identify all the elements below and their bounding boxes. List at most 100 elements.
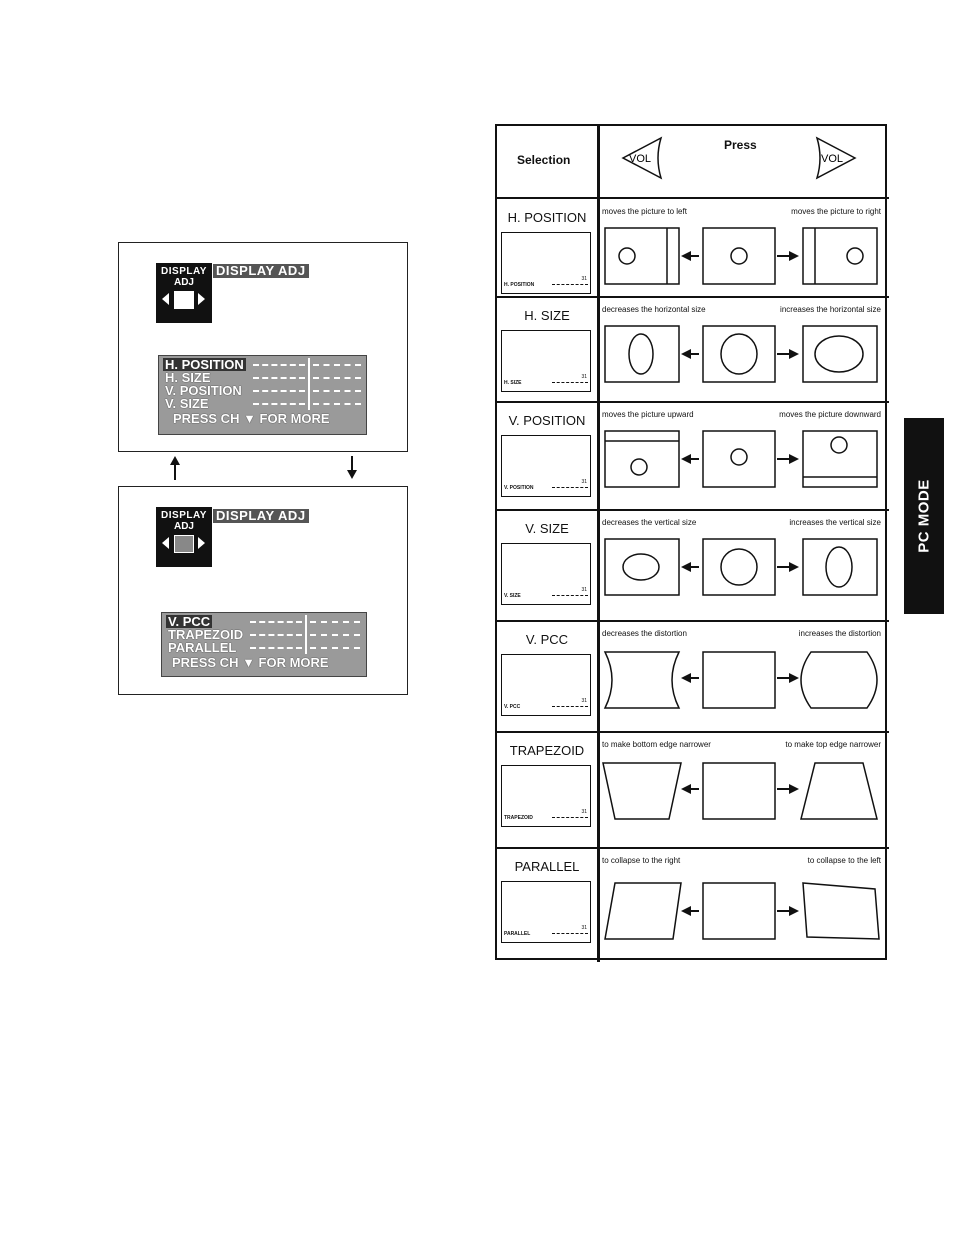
- icon-label-1: DISPLAY: [161, 510, 207, 521]
- arrow-left-icon: [681, 906, 699, 916]
- menu-item[interactable]: H. POSITION: [163, 357, 361, 372]
- arrow-left-icon: [681, 673, 699, 683]
- row-divider: [497, 847, 889, 849]
- up-arrow-icon: [170, 456, 182, 480]
- adjustment-illustration: [604, 325, 878, 383]
- header-press: Press: [724, 138, 757, 152]
- mini-screen-label: V. PCC: [504, 704, 521, 710]
- mini-screen: H. SIZE 31: [501, 330, 591, 392]
- display-adj-icon: DISPLAY ADJ: [156, 263, 212, 323]
- selection-name: V. POSITION: [508, 413, 586, 428]
- selection-name: H. POSITION: [507, 210, 587, 225]
- menu-item-label: H. POSITION: [163, 357, 246, 372]
- mini-screen-bar: [552, 595, 588, 596]
- selection-name: V. SIZE: [525, 521, 569, 536]
- left-arrow-icon: [162, 293, 169, 305]
- right-description: increases the distortion: [798, 629, 881, 638]
- left-description: decreases the distortion: [602, 629, 687, 638]
- mini-screen-bar: [552, 706, 588, 707]
- mini-screen-label: V. POSITION: [504, 485, 534, 491]
- arrow-right-icon: [777, 454, 799, 464]
- right-description: moves the picture downward: [779, 410, 881, 419]
- arrow-right-icon: [777, 673, 799, 683]
- mini-screen-label: V. SIZE: [504, 593, 521, 599]
- arrow-right-icon: [777, 562, 799, 572]
- menu-item-label: V. POSITION: [165, 383, 242, 398]
- mini-screen: V. PCC 31: [501, 654, 591, 716]
- arrow-left-icon: [681, 454, 699, 464]
- mini-screen-bar: [552, 933, 588, 934]
- right-description: to make top edge narrower: [785, 740, 881, 749]
- screen-icon: [174, 291, 194, 309]
- mini-screen-value: 31: [581, 374, 587, 380]
- osd-screen-bottom: DISPLAY ADJ DISPLAY ADJ V. PCC TRAPEZOID…: [118, 486, 408, 695]
- adjustment-illustration: [603, 651, 878, 709]
- osd-screen-top: DISPLAY ADJ DISPLAY ADJ H. POSITION H. S…: [118, 242, 408, 452]
- right-description: moves the picture to right: [791, 207, 881, 216]
- mini-screen: V. POSITION 31: [501, 435, 591, 497]
- icon-label-2: ADJ: [173, 521, 194, 532]
- selection-name: H. SIZE: [524, 308, 570, 323]
- left-description: to make bottom edge narrower: [602, 740, 711, 749]
- adjustment-illustration: [602, 762, 878, 820]
- vol-left-label: VOL: [629, 153, 651, 165]
- menu-item[interactable]: V. POSITION: [163, 383, 361, 398]
- left-description: decreases the vertical size: [602, 518, 697, 527]
- menu-item-label: PARALLEL: [168, 640, 237, 655]
- menu-item-label: H. SIZE: [165, 370, 211, 385]
- vol-right-icon: VOL: [815, 136, 857, 180]
- vol-left-icon: VOL: [621, 136, 663, 180]
- menu-item[interactable]: PARALLEL: [166, 640, 360, 655]
- menu-item[interactable]: TRAPEZOID: [166, 627, 360, 642]
- down-arrow-icon: [347, 456, 359, 480]
- row-divider: [497, 401, 889, 403]
- left-description: moves the picture to left: [602, 207, 687, 216]
- selection-name: V. PCC: [525, 632, 569, 647]
- row-divider: [497, 296, 889, 298]
- arrow-left-icon: [681, 349, 699, 359]
- left-description: decreases the horizontal size: [602, 305, 706, 314]
- mini-screen-value: 31: [581, 587, 587, 593]
- header-selection: Selection: [517, 153, 571, 167]
- left-arrow-icon: [162, 537, 169, 549]
- mini-screen-bar: [552, 487, 588, 488]
- osd-title: DISPLAY ADJ: [213, 264, 309, 278]
- pc-mode-tab: PC MODE: [904, 418, 944, 614]
- column-divider: [597, 126, 600, 962]
- menu-item[interactable]: H. SIZE: [163, 370, 361, 385]
- arrow-left-icon: [681, 784, 699, 794]
- mini-screen-value: 31: [581, 479, 587, 485]
- display-adj-icon: DISPLAY ADJ: [156, 507, 212, 567]
- mini-screen: V. SIZE 31: [501, 543, 591, 605]
- header-divider: [497, 197, 889, 199]
- mini-screen-label: PARALLEL: [504, 931, 531, 937]
- arrow-right-icon: [777, 251, 799, 261]
- arrow-left-icon: [681, 251, 699, 261]
- icon-label-2: ADJ: [173, 277, 194, 288]
- menu-item[interactable]: V. PCC: [166, 615, 360, 628]
- left-description: moves the picture upward: [602, 410, 694, 419]
- adjustment-illustration: [604, 538, 878, 596]
- adjustment-illustration: [604, 882, 880, 940]
- right-description: increases the horizontal size: [780, 305, 881, 314]
- mini-screen-bar: [552, 284, 588, 285]
- left-description: to collapse to the right: [602, 856, 681, 865]
- menu-item[interactable]: V. SIZE: [163, 396, 361, 411]
- right-arrow-icon: [198, 293, 205, 305]
- mini-screen-value: 31: [581, 698, 587, 704]
- right-arrow-icon: [198, 537, 205, 549]
- right-description: increases the vertical size: [789, 518, 881, 527]
- arrow-right-icon: [777, 349, 799, 359]
- right-description: to collapse to the left: [807, 856, 881, 865]
- mini-screen-label: H. SIZE: [504, 380, 522, 386]
- mini-screen-bar: [552, 817, 588, 818]
- menu-item-label: TRAPEZOID: [168, 627, 244, 642]
- screen-icon: [174, 535, 194, 553]
- icon-label-1: DISPLAY: [161, 266, 207, 277]
- adjustment-table: Selection Press VOL VOL H. POSITION H. PO…: [495, 124, 889, 962]
- menu-item-label: V. SIZE: [165, 396, 209, 411]
- mini-screen-value: 31: [581, 809, 587, 815]
